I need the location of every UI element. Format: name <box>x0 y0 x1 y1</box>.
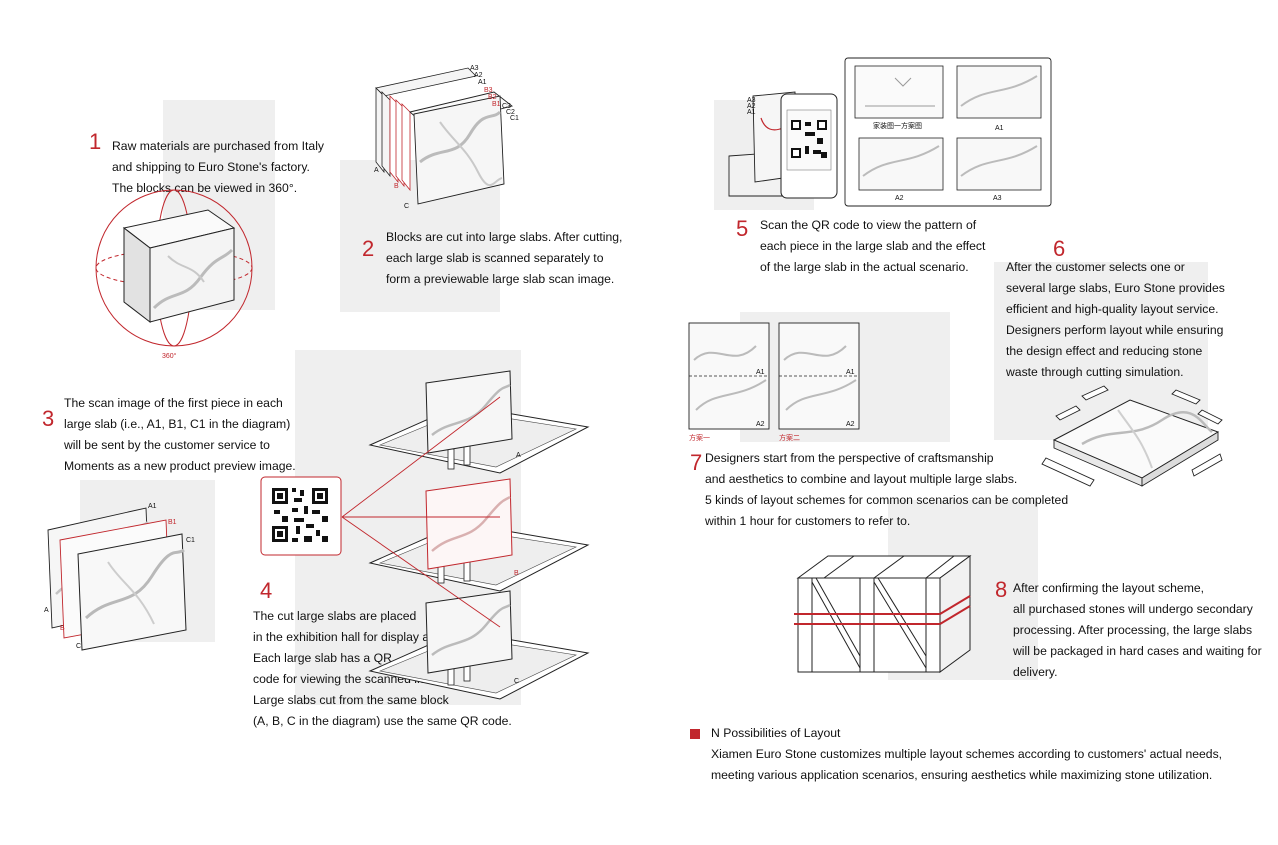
exhibition-stands-illustration: A B C <box>341 370 590 700</box>
preview-label-a1: A1 <box>995 125 1004 132</box>
step-1-number: 1 <box>89 129 102 154</box>
slab-label-b1: B1 <box>168 519 177 526</box>
slab-label-c1: C1 <box>186 537 195 544</box>
qr-arrows <box>341 396 501 628</box>
layout-tabletop-illustration <box>1041 385 1223 487</box>
marble-vein <box>1081 411 1213 446</box>
marble-vein <box>84 548 185 620</box>
slab-label-a1: A1 <box>747 109 756 116</box>
deg-360-label: 360° <box>162 352 177 360</box>
slab-label-a3: A3 <box>747 97 756 104</box>
stand-label-a: A <box>516 452 521 459</box>
block-side-face <box>123 226 151 324</box>
slab-stack-back <box>375 67 477 178</box>
slab-label-c3: C3 <box>502 103 511 110</box>
slab-label-c: C <box>76 643 81 650</box>
scheme-2-label-a2: A2 <box>846 421 855 428</box>
step-1-text: Raw materials are purchased from Italy a… <box>112 139 325 195</box>
step-6-text: After the customer selects one or severa… <box>1006 260 1225 379</box>
slab-label-a: A <box>374 167 379 174</box>
stand-label-c: C <box>514 678 519 685</box>
marble-vein <box>107 561 155 625</box>
front-slab-face <box>413 95 505 205</box>
scheme-1-label-a1: A1 <box>756 369 765 376</box>
step-7-number: 7 <box>690 450 703 475</box>
marble-vein <box>439 121 503 186</box>
packing-crate-illustration <box>794 555 972 673</box>
slab-label-a1: A1 <box>478 79 487 86</box>
qr-code-icon <box>272 488 328 542</box>
step-3-text: The scan image of the first piece in eac… <box>64 396 296 473</box>
slab-label-a2: A2 <box>474 72 483 79</box>
phone-qr-icon <box>791 120 827 158</box>
slab-label-c2: C2 <box>506 109 515 116</box>
footer-square-icon <box>690 729 700 739</box>
first-slabs-illustration: A1 B1 C1 A B C <box>44 503 195 651</box>
step-8-number: 8 <box>995 577 1008 602</box>
step-8-text: After confirming the layout scheme, all … <box>1013 581 1262 679</box>
scheme-1-label: 方案一 <box>689 433 710 442</box>
slab-label-b: B <box>60 625 65 632</box>
step-3-number: 3 <box>42 406 55 431</box>
slab-label-b2: B2 <box>488 94 497 101</box>
slab-stack-red <box>389 95 411 192</box>
step-6-number: 6 <box>1053 236 1066 261</box>
footer-title: N Possibilities of Layout <box>711 726 841 740</box>
marble-vein <box>419 110 502 164</box>
step-2-text: Blocks are cut into large slabs. After c… <box>386 230 623 286</box>
step-2-number: 2 <box>362 236 375 261</box>
tabletop-top <box>1052 399 1220 479</box>
block-360-illustration: 360° <box>95 189 253 360</box>
slab-label-a1: A1 <box>148 503 157 510</box>
layout-schemes-illustration: A1 A2 方案一 A1 A2 方案二 <box>688 322 860 442</box>
scheme-2-label: 方案二 <box>779 433 800 442</box>
slab-label-b3: B3 <box>484 87 493 94</box>
tabletop-edge <box>1141 431 1219 487</box>
step-5-text: Scan the QR code to view the pattern of … <box>760 218 986 274</box>
phone-scan-illustration: A3 A2 A1 家装图一方案图 A1 A2 A3 <box>728 57 1052 207</box>
slab-label-c1: C1 <box>510 115 519 122</box>
slab-label-b: B <box>394 183 399 190</box>
slab-label-a2: A2 <box>747 103 756 110</box>
crate-straps <box>794 595 971 625</box>
marble-vein <box>167 255 205 283</box>
stand-label-b: B <box>514 570 519 577</box>
sliced-block-illustration: A B C A3 A2 A1 B3 B2 B1 C3 C2 C1 <box>374 65 519 210</box>
preview-label-a3: A3 <box>993 195 1002 202</box>
qr-code-card <box>260 476 342 556</box>
slab-label-a3: A3 <box>470 65 479 72</box>
slab-label-c: C <box>404 203 409 210</box>
scheme-2-label-a1: A1 <box>846 369 855 376</box>
stand-b: B <box>368 478 590 592</box>
stand-a: A <box>368 370 590 474</box>
layout-caption: 家装图一方案图 <box>873 121 922 130</box>
bg-panel <box>994 262 1208 440</box>
marble-vein <box>1117 409 1153 469</box>
stand-c: C <box>368 590 590 700</box>
preview-label-a2: A2 <box>895 195 904 202</box>
step-5-number: 5 <box>736 216 749 241</box>
footer-text: Xiamen Euro Stone customizes multiple la… <box>711 747 1223 782</box>
step-7-text: Designers start from the perspective of … <box>705 451 1069 528</box>
scheme-1-label-a2: A2 <box>756 421 765 428</box>
step-4-number: 4 <box>260 578 273 603</box>
slab-label-b1: B1 <box>492 101 501 108</box>
slab-label-a: A <box>44 607 49 614</box>
cut-pieces <box>1041 385 1223 487</box>
